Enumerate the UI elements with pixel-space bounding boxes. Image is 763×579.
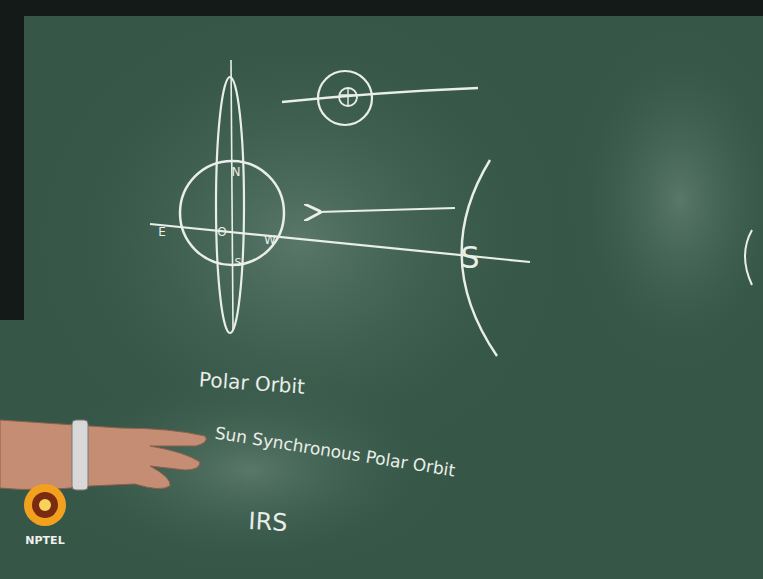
partial-arc xyxy=(745,230,752,285)
compass-letter: S xyxy=(235,257,242,268)
sun-label: S xyxy=(460,243,479,273)
polar-axis xyxy=(231,60,233,330)
board-frame xyxy=(0,0,24,320)
logo-text: NPTEL xyxy=(25,535,64,546)
centre-letter: O xyxy=(217,226,226,238)
satellite-symbol xyxy=(340,88,356,106)
logo-mark xyxy=(39,499,51,511)
erased-area xyxy=(570,30,763,370)
logo-mark xyxy=(32,492,58,518)
hand xyxy=(0,420,206,490)
satellite-circle xyxy=(318,71,372,125)
acronym-label: IRS xyxy=(248,509,288,535)
compass-letter: W xyxy=(264,234,276,246)
heading-label: Sun Synchronous Polar Orbit xyxy=(214,425,457,480)
orbit-line xyxy=(282,88,478,102)
wristwatch xyxy=(72,420,88,490)
compass-letter: N xyxy=(232,166,241,178)
compass-letter: E xyxy=(158,226,166,238)
sunlight-arrow xyxy=(318,208,455,212)
heading-label: Polar Orbit xyxy=(198,369,305,396)
satellite-symbol xyxy=(339,88,357,106)
polar-orbit xyxy=(216,77,244,333)
board-frame xyxy=(0,0,763,16)
logo-mark xyxy=(24,484,66,526)
